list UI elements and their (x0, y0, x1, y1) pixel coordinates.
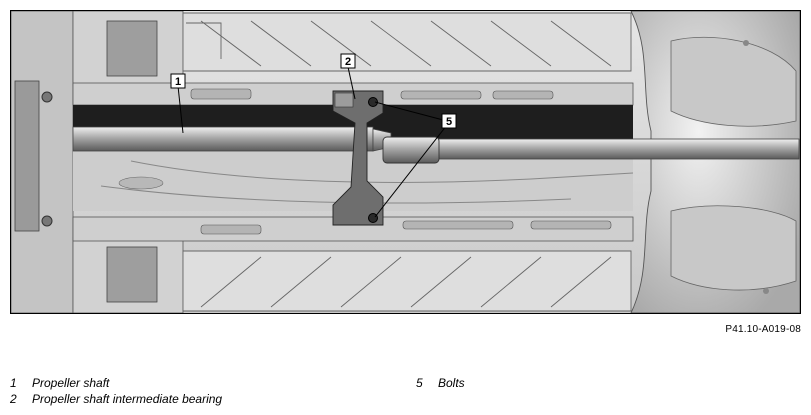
legend-number: 2 (10, 392, 17, 406)
lower-floor-stiffeners (182, 250, 632, 312)
front-crossmember (11, 11, 184, 313)
legend-label: Bolts (438, 376, 465, 390)
legend-number: 1 (10, 376, 17, 390)
legend-item-5: 5 Bolts (416, 376, 465, 390)
legend-label: Propeller shaft intermediate bearing (32, 392, 223, 406)
rear-tank (630, 11, 800, 313)
svg-text:1: 1 (175, 76, 181, 88)
svg-text:5: 5 (446, 116, 452, 128)
callout-5: 5 (441, 113, 457, 129)
propeller-shaft (72, 126, 800, 164)
legend-label: Propeller shaft (32, 376, 110, 390)
upper-floor-stiffeners (182, 12, 632, 72)
callout-2: 2 (340, 53, 356, 69)
figure-reference-code: P41.10-A019-08 (725, 324, 801, 335)
intermediate-bearing-bracket (332, 90, 384, 226)
svg-text:2: 2 (345, 56, 351, 68)
legend-item-2: 2 Propeller shaft intermediate bearing (10, 392, 222, 406)
underbody-drawing: 1 2 5 (11, 11, 800, 313)
callout-1: 1 (170, 73, 186, 89)
leader-lines (177, 66, 448, 218)
underbody-illustration: 1 2 5 (10, 10, 801, 314)
legend-number: 5 (416, 376, 423, 390)
legend-item-1: 1 Propeller shaft (10, 376, 109, 390)
